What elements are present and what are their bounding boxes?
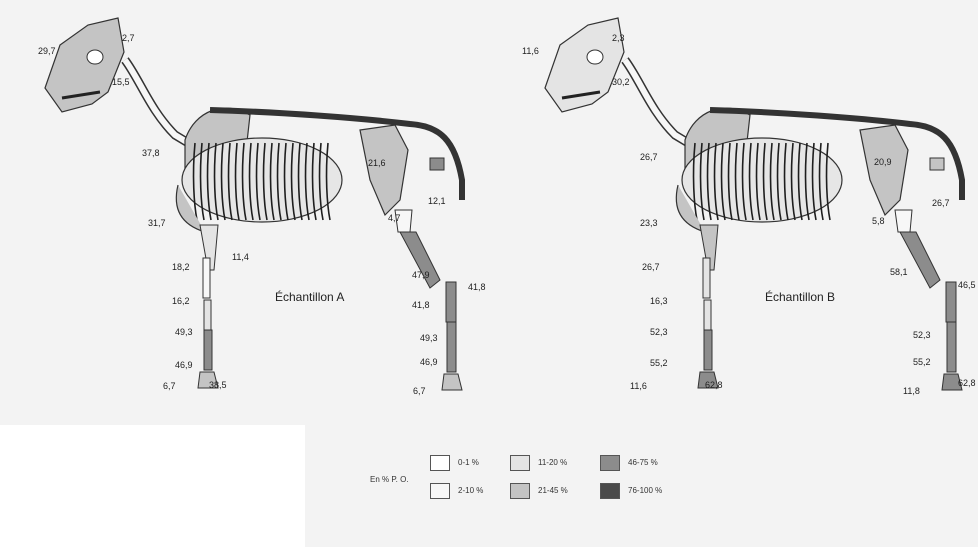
value-label: 31,7: [148, 218, 166, 228]
panel-a-hock: [446, 282, 456, 322]
panel-a-hind-hoof: [442, 374, 462, 390]
legend-label: 0-1 %: [458, 458, 479, 467]
panel-a-ribcage: [182, 138, 342, 222]
value-label: 55,2: [913, 357, 931, 367]
value-label: 12,1: [428, 196, 446, 206]
panel-a-skeleton: [45, 18, 462, 390]
value-label: 16,2: [172, 296, 190, 306]
panel-a-hind-cannon: [447, 322, 456, 372]
legend-swatch: [430, 483, 450, 499]
value-label: 52,3: [913, 330, 931, 340]
value-label: 46,9: [420, 357, 438, 367]
panel-a-eye-orbit: [87, 50, 103, 64]
panel-b-title: Échantillon B: [765, 290, 835, 304]
legend-swatch: [430, 455, 450, 471]
value-label: 37,8: [142, 148, 160, 158]
panel-b-ribcage: [682, 138, 842, 222]
panel-a-sacrum-block: [430, 158, 444, 170]
value-label: 11,6: [522, 46, 539, 56]
value-label: 15,5: [112, 77, 130, 87]
legend-swatch: [510, 483, 530, 499]
value-label: 4,7: [388, 213, 401, 223]
panel-a-skull: [45, 18, 124, 112]
value-label: 47,9: [412, 270, 430, 280]
value-label: 46,9: [175, 360, 193, 370]
legend-swatch: [600, 483, 620, 499]
value-label: 38,5: [209, 380, 227, 390]
value-label: 62,8: [958, 378, 976, 388]
panel-b-fore-cannon: [704, 330, 712, 370]
panel-b-carpus: [704, 300, 711, 330]
panel-b-radius: [703, 258, 710, 298]
panel-b-hind-cannon: [947, 322, 956, 372]
value-label: 11,6: [630, 381, 647, 391]
legend-label: 2-10 %: [458, 486, 483, 495]
value-label: 2,3: [612, 33, 625, 43]
panel-b-tibia: [900, 232, 940, 288]
panel-a-fore-cannon: [204, 330, 212, 370]
legend-label: 46-75 %: [628, 458, 658, 467]
value-label: 49,3: [420, 333, 438, 343]
value-label: 11,4: [232, 252, 249, 262]
value-label: 52,3: [650, 327, 668, 337]
value-label: 26,7: [642, 262, 660, 272]
value-label: 23,3: [640, 218, 658, 228]
value-label: 46,5: [958, 280, 976, 290]
legend-label: 21-45 %: [538, 486, 568, 495]
value-label: 62,8: [705, 380, 723, 390]
value-label: 2,7: [122, 33, 135, 43]
skeleton-drawings: [0, 0, 978, 425]
panel-a-pelvis: [360, 125, 408, 215]
value-label: 58,1: [890, 267, 908, 277]
legend-label: 11-20 %: [538, 458, 567, 467]
legend-label: 76-100 %: [628, 486, 662, 495]
value-label: 49,3: [175, 327, 193, 337]
lower-left-blank: [0, 425, 305, 547]
value-label: 41,8: [468, 282, 486, 292]
panel-b-skeleton: [545, 18, 962, 390]
value-label: 18,2: [172, 262, 190, 272]
legend-prefix: En % P. O.: [370, 475, 409, 484]
panel-a-carpus: [204, 300, 211, 330]
value-label: 20,9: [874, 157, 892, 167]
value-label: 21,6: [368, 158, 386, 168]
value-label: 11,8: [903, 386, 920, 396]
legend-swatch: [510, 455, 530, 471]
panel-b-femur: [895, 210, 912, 232]
value-label: 55,2: [650, 358, 668, 368]
panel-b-pelvis: [860, 125, 908, 215]
value-label: 41,8: [412, 300, 430, 310]
value-label: 5,8: [872, 216, 885, 226]
panel-a-title: Échantillon A: [275, 290, 344, 304]
value-label: 26,7: [932, 198, 950, 208]
value-label: 6,7: [413, 386, 426, 396]
legend-swatch: [600, 455, 620, 471]
panel-b-hock: [946, 282, 956, 322]
value-label: 29,7: [38, 46, 56, 56]
value-label: 6,7: [163, 381, 176, 391]
panel-b-eye-orbit: [587, 50, 603, 64]
value-label: 16,3: [650, 296, 668, 306]
value-label: 30,2: [612, 77, 630, 87]
panel-b-sacrum-block: [930, 158, 944, 170]
value-label: 26,7: [640, 152, 658, 162]
panel-a-radius: [203, 258, 210, 298]
